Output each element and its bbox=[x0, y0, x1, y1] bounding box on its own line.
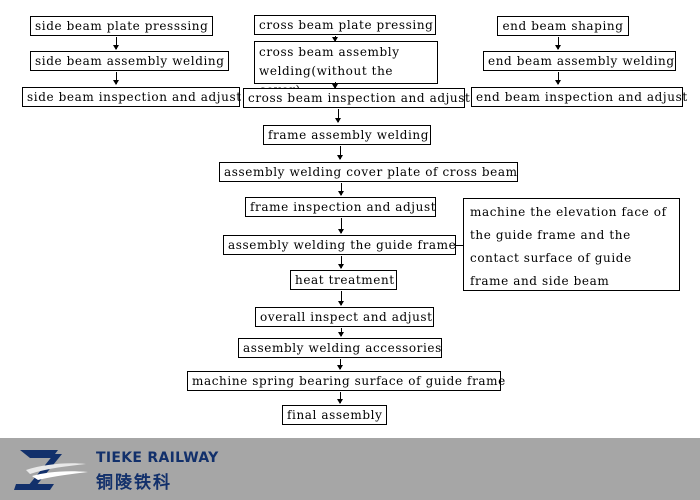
step-end-beam-shaping: end beam shaping bbox=[497, 16, 629, 36]
step-cross-beam-assembly-welding: cross beam assembly welding(without the … bbox=[254, 41, 438, 97]
brand-name-english: TIEKE RAILWAY bbox=[96, 450, 219, 466]
arrow-right-1 bbox=[555, 37, 561, 50]
step-final-assembly: final assembly bbox=[282, 405, 387, 425]
arrow-right-2 bbox=[555, 72, 561, 85]
arrow-to-frame-inspection bbox=[338, 183, 344, 196]
arrow-left-1 bbox=[113, 37, 119, 50]
step-frame-assembly-welding: frame assembly welding bbox=[263, 125, 431, 145]
step-cross-beam-plate-pressing: cross beam plate pressing bbox=[254, 15, 436, 35]
arrow-to-spring-bearing bbox=[337, 359, 343, 370]
step-end-beam-assembly-welding: end beam assembly welding bbox=[483, 51, 676, 71]
arrow-to-heat-treatment bbox=[338, 256, 344, 269]
step-overall-inspect: overall inspect and adjust bbox=[255, 307, 434, 327]
step-accessories-welding: assembly welding accessories bbox=[238, 338, 442, 358]
arrow-to-accessories bbox=[338, 328, 344, 337]
step-frame-inspection: frame inspection and adjust bbox=[245, 197, 436, 217]
arrow-to-overall-inspect bbox=[338, 291, 344, 306]
brand-name-chinese: 铜陵铁科 bbox=[96, 473, 172, 493]
arrow-mid-1 bbox=[332, 36, 338, 42]
step-side-beam-plate-pressing: side beam plate presssing bbox=[30, 16, 213, 36]
side-note-connector bbox=[456, 245, 464, 246]
tieke-logo-icon bbox=[14, 450, 88, 490]
arrow-to-guide-frame-welding bbox=[338, 218, 344, 234]
arrow-left-2 bbox=[113, 72, 119, 85]
arrow-to-final-assembly bbox=[337, 392, 343, 404]
arrow-to-frame-welding bbox=[335, 109, 341, 123]
step-end-beam-inspection: end beam inspection and adjust bbox=[471, 87, 687, 107]
step-cover-plate-welding: assembly welding cover plate of cross be… bbox=[219, 162, 518, 182]
step-spring-bearing-machining: machine spring bearing surface of guide … bbox=[187, 371, 505, 391]
arrow-to-cover-welding bbox=[337, 146, 343, 160]
step-heat-treatment: heat treatment bbox=[290, 270, 397, 290]
step-cross-beam-inspection: cross beam inspection and adjust bbox=[243, 88, 470, 108]
footer-band bbox=[0, 438, 700, 500]
side-note-machining: machine the elevation face of the guide … bbox=[463, 198, 680, 291]
arrow-mid-2 bbox=[332, 82, 338, 89]
step-guide-frame-welding: assembly welding the guide frame bbox=[223, 235, 456, 255]
step-side-beam-inspection: side beam inspection and adjust bbox=[22, 87, 241, 107]
step-side-beam-assembly-welding: side beam assembly welding bbox=[30, 51, 229, 71]
